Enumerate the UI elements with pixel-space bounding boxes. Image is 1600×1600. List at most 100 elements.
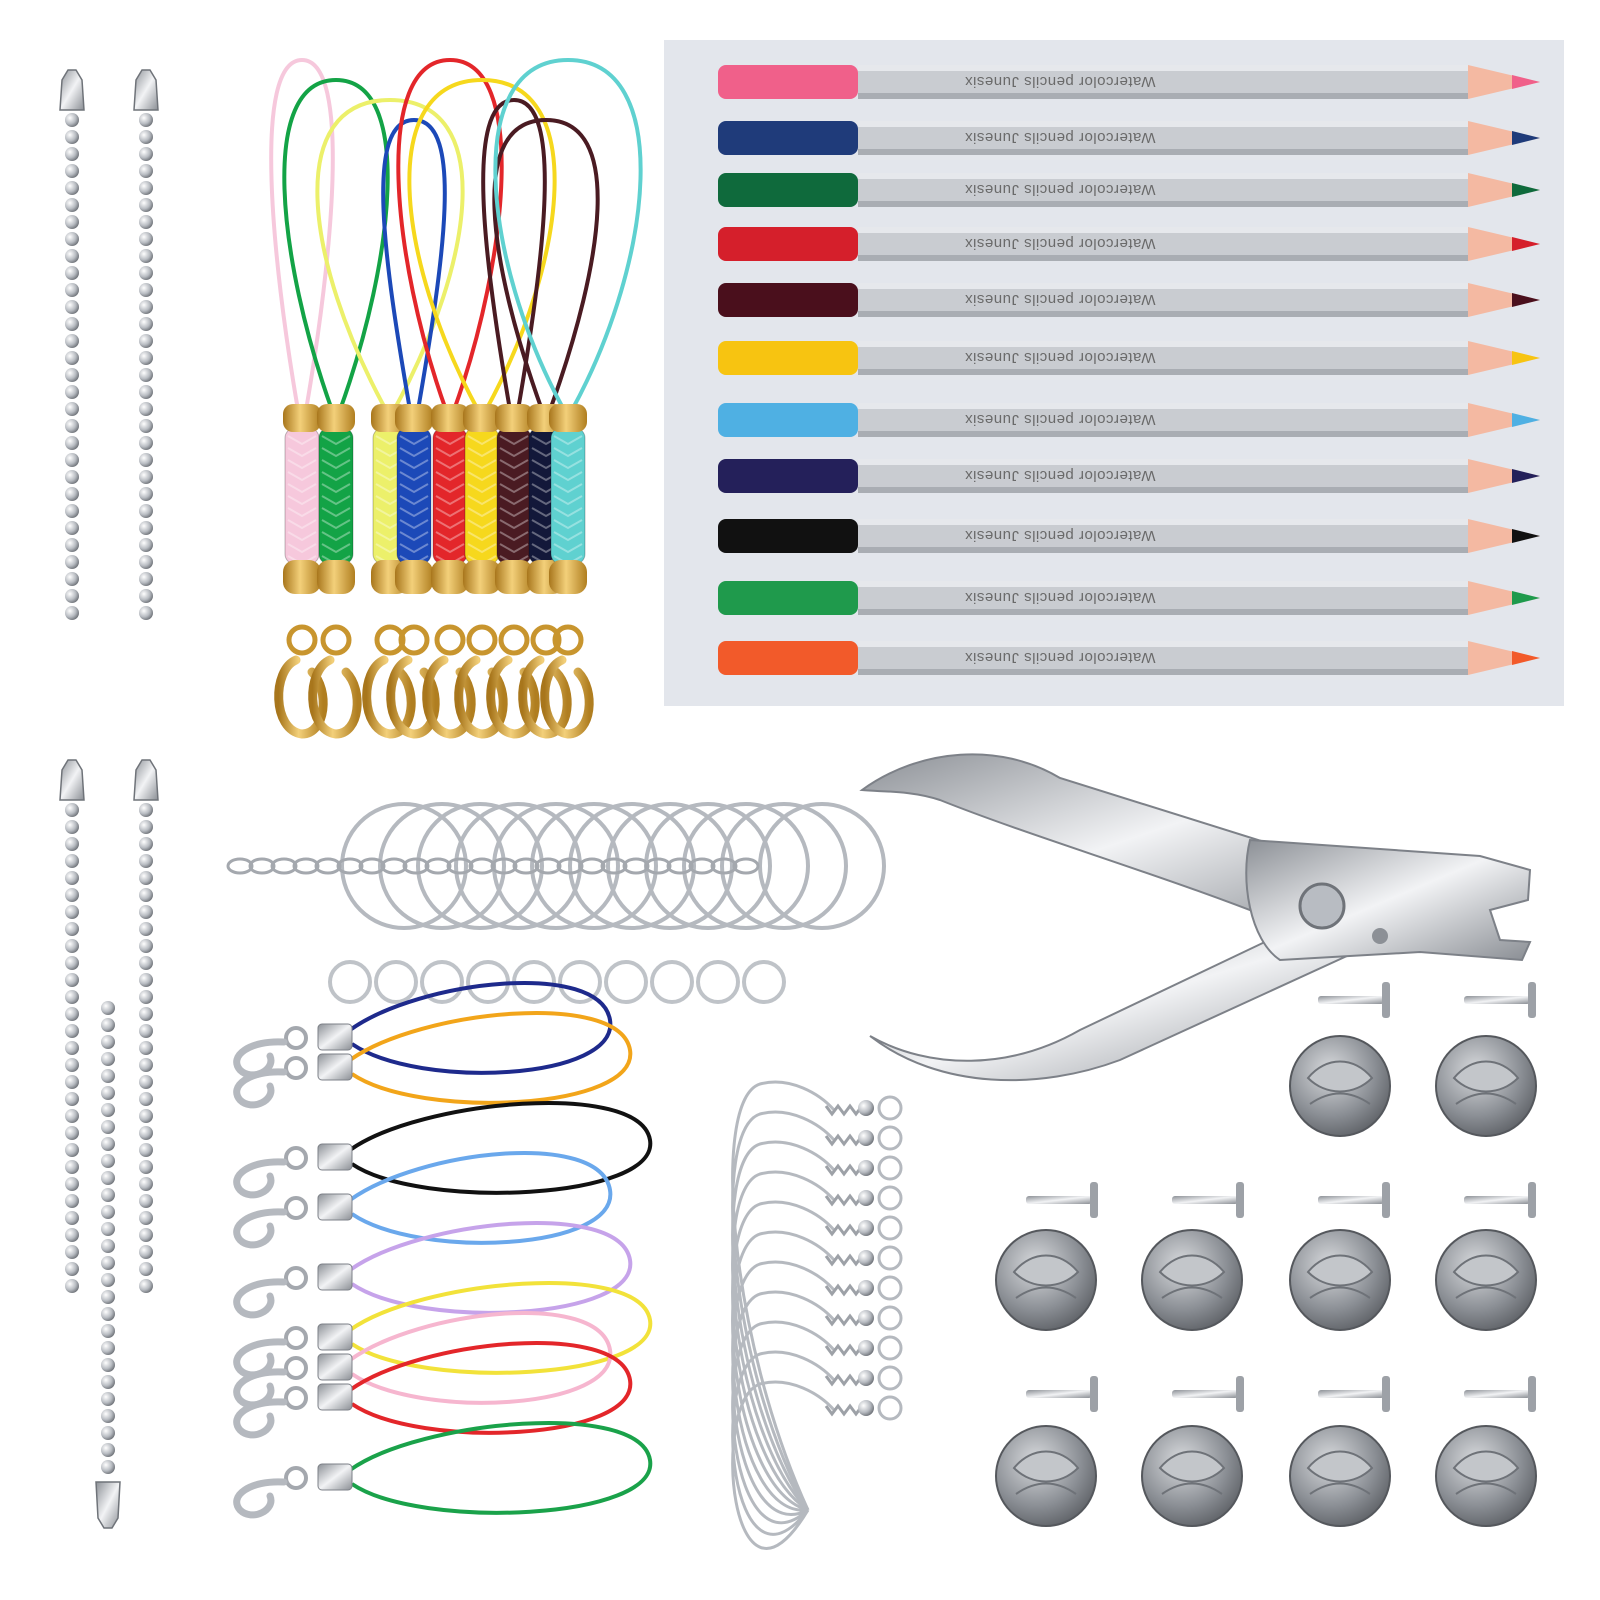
chain-bead: [65, 181, 79, 195]
chain-bead: [101, 1018, 115, 1032]
strap-cord-loop: [481, 97, 547, 411]
braid-pattern: [399, 531, 429, 542]
keyring-chain-link: [666, 857, 694, 875]
tack-head: [1528, 1182, 1536, 1218]
chain-bead: [139, 266, 153, 280]
braid-pattern: [553, 495, 583, 506]
gold-end-cap: [395, 404, 433, 432]
gold-lobster-clasp: [422, 655, 476, 739]
gold-end-cap: [463, 560, 501, 594]
hook-loop: [877, 1335, 903, 1361]
ear-wire-hook: [731, 1170, 836, 1512]
chain-bead: [65, 198, 79, 212]
pencil-lead-tip: [1512, 651, 1540, 665]
pencil-body-highlight: [858, 227, 1468, 233]
strap-cord-loop: [381, 117, 447, 411]
pencil-label: Watercolor pencils Junesix: [965, 649, 1156, 666]
pencil-label: Watercolor pencils Junesix: [965, 527, 1156, 544]
pencil-body-highlight: [858, 283, 1468, 289]
chain-bead: [65, 317, 79, 331]
chain-bead: [101, 1239, 115, 1253]
chain-bead: [139, 249, 153, 263]
chain-bead: [65, 1160, 79, 1174]
braid-pattern: [553, 447, 583, 458]
braid-pattern: [435, 435, 465, 446]
clutch-wing: [1012, 1254, 1080, 1287]
gold-end-cap: [431, 404, 469, 432]
hook-bead: [858, 1310, 874, 1326]
braid-pattern: [399, 495, 429, 506]
silver-lobster-clasp: [233, 1338, 288, 1379]
chain-bead: [139, 385, 153, 399]
braid-pattern: [499, 519, 529, 530]
pin-tack: [1318, 1376, 1390, 1412]
pencil-label: Watercolor pencils Junesix: [965, 589, 1156, 606]
keyring-chain-link: [468, 857, 496, 875]
braided-phone-straps: [269, 57, 643, 739]
chain-bead: [101, 1392, 115, 1406]
chain-bead: [139, 905, 153, 919]
pencil: Watercolor pencils Junesix: [718, 283, 1540, 317]
ear-wire-hook: [731, 1200, 836, 1512]
chain-bead: [101, 1154, 115, 1168]
small-jump-ring: [650, 960, 694, 1004]
pin-tack: [1464, 1376, 1536, 1412]
braid-pattern: [467, 519, 497, 530]
chain-bead: [139, 1092, 153, 1106]
cord-jump-ring: [284, 1326, 308, 1350]
pencil-end-cap: [718, 641, 858, 675]
chain-bead: [139, 487, 153, 501]
keyring-chain-link: [336, 857, 364, 875]
pencil-label: Watercolor pencils Junesix: [965, 467, 1156, 484]
gold-lobster-clasp: [308, 655, 362, 739]
hook-loop: [877, 1215, 903, 1241]
braid-pattern: [321, 447, 351, 458]
chain-bead: [139, 419, 153, 433]
pencil-lead-tip: [1512, 183, 1540, 197]
chain-bead: [139, 334, 153, 348]
pencil-end-cap: [718, 403, 858, 437]
hook-bead: [858, 1340, 874, 1356]
gold-end-cap: [495, 560, 533, 594]
gold-jump-ring: [498, 624, 530, 656]
pencil: Watercolor pencils Junesix: [718, 227, 1540, 261]
chain-bead: [65, 1092, 79, 1106]
cord-jump-ring: [284, 1466, 308, 1490]
chain-bead: [65, 521, 79, 535]
hook-coil-spring: [824, 1133, 864, 1147]
tack-needle: [1318, 996, 1384, 1004]
tack-head: [1528, 1376, 1536, 1412]
tack-head: [1236, 1376, 1244, 1412]
braid-pattern: [287, 495, 317, 506]
split-key-ring: [758, 802, 886, 930]
chain-bead: [139, 939, 153, 953]
butterfly-clutch: [1435, 1425, 1537, 1527]
hook-bead: [858, 1370, 874, 1386]
braid-pattern: [287, 507, 317, 518]
braid-pattern: [287, 447, 317, 458]
chain-bead: [65, 956, 79, 970]
chain-bead: [65, 419, 79, 433]
pencil-body-shadow: [858, 669, 1468, 675]
hook-coil-spring: [824, 1343, 864, 1357]
small-jump-ring: [374, 960, 418, 1004]
chain-bead: [139, 1075, 153, 1089]
pencil-wood-tip: [1468, 519, 1540, 553]
braid-pattern: [499, 447, 529, 458]
tack-head: [1382, 1182, 1390, 1218]
chain-bead: [139, 1058, 153, 1072]
cord-jump-ring: [284, 1196, 308, 1220]
clutch-edge: [1309, 1286, 1371, 1299]
chain-bead: [139, 1245, 153, 1259]
pencil-wood-tip: [1468, 283, 1540, 317]
braid-pattern: [435, 483, 465, 494]
gold-jump-ring: [466, 624, 498, 656]
chain-bead: [65, 803, 79, 817]
pencil: Watercolor pencils Junesix: [718, 173, 1540, 207]
chain-bead: [139, 555, 153, 569]
keyring-chain-link: [732, 857, 760, 875]
gold-jump-ring: [530, 624, 562, 656]
pencil-wood-tip: [1468, 173, 1540, 207]
pencil-body-highlight: [858, 641, 1468, 647]
